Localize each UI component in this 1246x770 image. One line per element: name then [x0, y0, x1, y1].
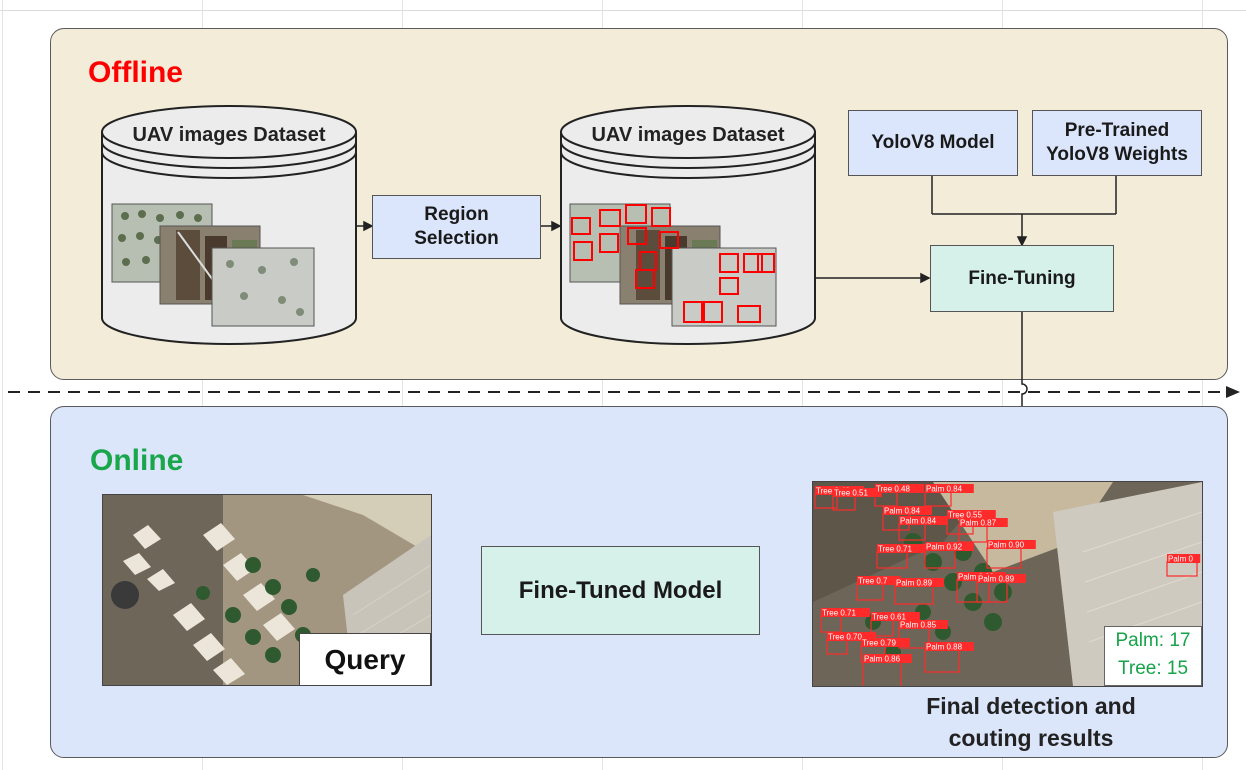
detection-box: Tree 0.61 [870, 612, 920, 637]
detection-box: Palm 0.84 [924, 484, 974, 507]
online-title: Online [90, 444, 184, 477]
detection-label: Palm 0.89 [896, 579, 933, 588]
region-selection-line2: Selection [414, 228, 499, 249]
detection-label: Tree 0.7 [858, 577, 888, 586]
detection-label: Palm 0 [1168, 555, 1193, 564]
detection-label: Palm 0.84 [900, 517, 937, 526]
detection-label: Tree 0.71 [878, 545, 912, 554]
final-line2: couting results [948, 725, 1114, 752]
fine-tuned-model-box: Fine-Tuned Model [481, 546, 760, 635]
detection-box: Palm 0.89 [976, 574, 1026, 603]
detection-label: Palm 0.86 [864, 655, 901, 664]
annotation-boxes [571, 204, 775, 323]
thumbnail-stack-raw [111, 203, 315, 327]
palm-count: Palm: 17 [1115, 630, 1191, 651]
final-line1: Final detection and [926, 693, 1136, 719]
detection-box: Tree 0.7 [856, 576, 901, 601]
tree-count: Tree: 15 [1117, 658, 1189, 679]
detection-label: Tree 0.79 [862, 639, 896, 648]
pretrained-line1: Pre-Trained [1064, 120, 1170, 142]
detection-label: Tree 0.51 [834, 489, 868, 498]
detection-box: Palm 0.92 [924, 542, 974, 569]
final-results-label: Final detection and couting results [896, 690, 1166, 754]
detection-box: Tree 0.70 [826, 632, 876, 655]
detection-box: Palm 0.90 [986, 540, 1036, 569]
detection-box: Palm 0.86 [862, 654, 912, 686]
region-selection-line1: Region [424, 204, 489, 226]
detection-label: Palm 0.89 [958, 573, 995, 582]
detection-box: Tree 0.71 [876, 544, 926, 569]
query-label: Query [299, 633, 431, 686]
detection-label: Palm 0.84 [926, 485, 963, 494]
detection-label: Palm 0.89 [978, 575, 1015, 584]
pretrained-line2: YoloV8 Weights [1046, 144, 1188, 165]
detection-box: Palm 0.88 [924, 642, 974, 673]
detection-label: Tree 0.71 [822, 609, 856, 618]
detection-box: Palm 0.89 [894, 578, 944, 605]
offline-title: Offline [88, 56, 183, 89]
count-panel: Palm: 17 Tree: 15 [1104, 626, 1202, 686]
detection-box: Palm 0 [1166, 554, 1201, 577]
detection-label: Tree 0.55 [948, 511, 982, 520]
detection-label: Tree 0.61 [872, 613, 906, 622]
detection-label: Palm 0.88 [926, 643, 963, 652]
detection-label: Tree 0.48 [876, 485, 910, 494]
detection-label: Palm 0.84 [884, 507, 921, 516]
region-selection-box: Region Selection [372, 195, 541, 259]
detection-label: Palm 0.92 [926, 543, 963, 552]
detection-box: Palm 0.84 [898, 516, 948, 541]
detection-label: Tree 0.70 [828, 633, 862, 642]
yolov8-model-box: YoloV8 Model [848, 110, 1018, 176]
dataset-annotated-label: UAV images Dataset [591, 124, 785, 146]
detection-box: Tree 0.51 [832, 488, 882, 511]
dataset-raw-label: UAV images Dataset [132, 124, 326, 146]
thumbnail-stack-annotated [569, 203, 777, 327]
fine-tuning-box: Fine-Tuning [930, 245, 1114, 312]
divider-arrowhead [1226, 386, 1240, 398]
grid-line [0, 10, 1246, 11]
detection-label: Palm 0.87 [960, 519, 997, 528]
detection-label: Palm 0.90 [988, 541, 1025, 550]
pretrained-weights-box: Pre-Trained YoloV8 Weights [1032, 110, 1202, 176]
detection-label: Palm 0.85 [900, 621, 937, 630]
